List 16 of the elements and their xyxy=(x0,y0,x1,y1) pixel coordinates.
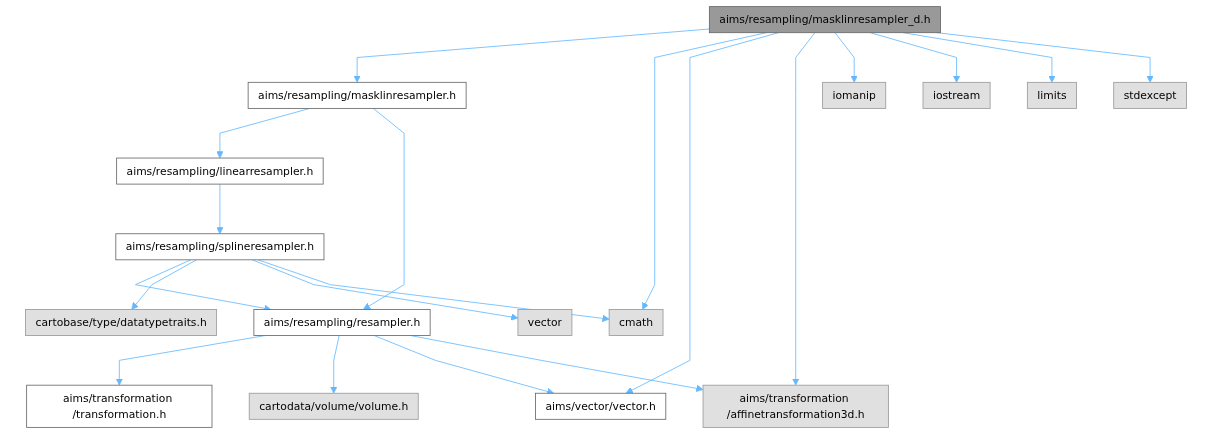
node-box: limits xyxy=(1026,81,1077,109)
node-box: aims/resampling/splineresampler.h xyxy=(115,233,325,261)
node-box: aims/transformation /transformation.h xyxy=(26,384,213,428)
node-box: iomanip xyxy=(822,81,887,109)
node-box: cmath xyxy=(608,309,664,336)
node-box: aims/resampling/masklinresampler.h xyxy=(247,81,467,109)
node-box: aims/resampling/masklinresampler_d.h xyxy=(708,6,941,34)
node-box: vector xyxy=(517,309,573,336)
node-box: aims/resampling/resampler.h xyxy=(253,309,431,336)
node-box: iostream xyxy=(922,81,991,109)
node-box: stdexcept xyxy=(1113,81,1187,109)
node-box: cartodata/volume/volume.h xyxy=(248,392,419,420)
node-box: aims/transformation /affinetransformation3d.h xyxy=(702,384,889,428)
node-box: aims/resampling/linearresampler.h xyxy=(116,157,324,185)
node-box: cartobase/type/datatypetraits.h xyxy=(25,309,218,336)
node-box: aims/vector/vector.h xyxy=(535,392,667,420)
